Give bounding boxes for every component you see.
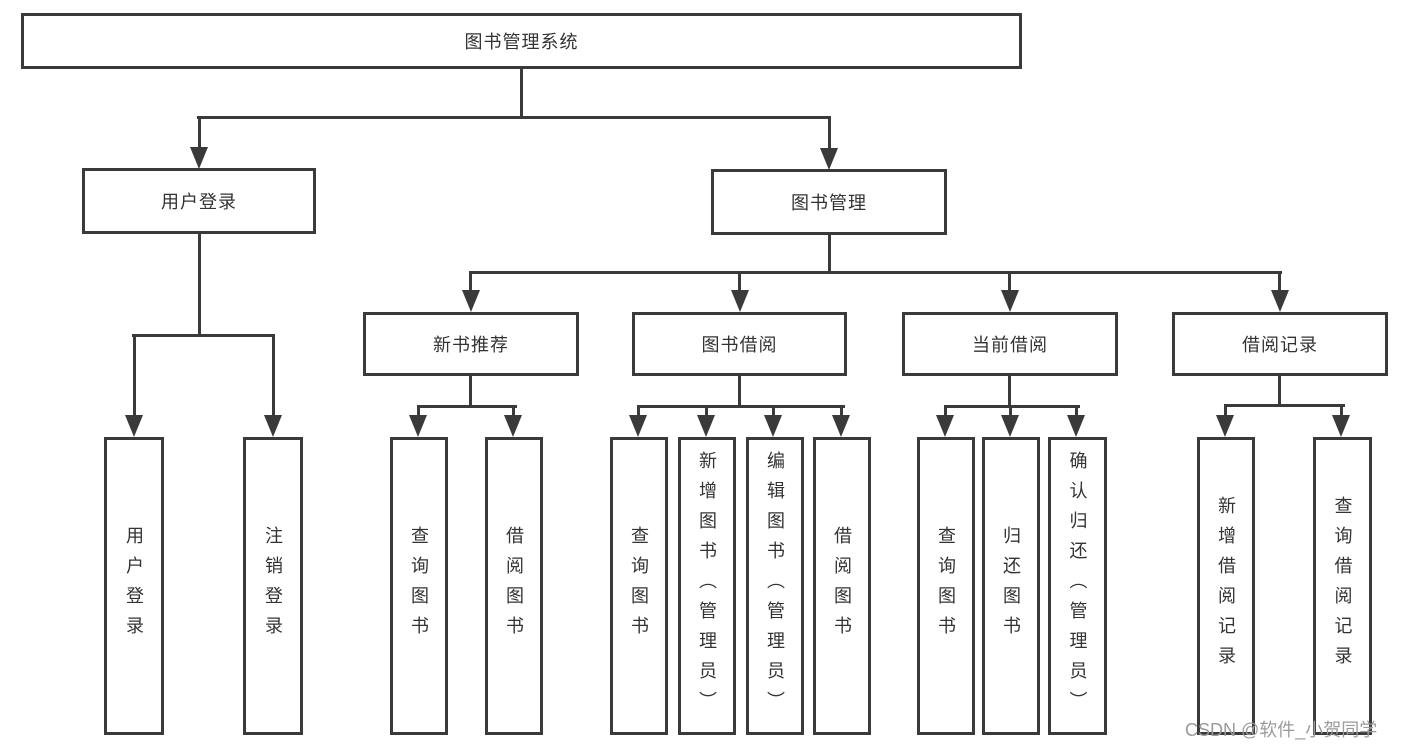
connector-bb-c1-stem	[637, 405, 640, 417]
node-current-borrow-label: 当前借阅	[972, 335, 1048, 355]
arrow-to-bb-edit	[764, 415, 782, 437]
connector-ul-stem	[198, 234, 201, 337]
arrow-to-book-mgmt	[820, 148, 838, 170]
node-logout-action-label: 注销登录	[263, 526, 283, 646]
connector-bm-c3-stem	[1008, 271, 1011, 293]
node-bb-borrow-books-label: 借阅图书	[832, 526, 852, 646]
node-cb-confirm-return-admin: 确认归还（管理员）	[1048, 437, 1107, 735]
connector-bookmgmt-stem	[828, 116, 831, 150]
node-cb-return-books: 归还图书	[982, 437, 1040, 735]
connector-cb-stem	[1008, 376, 1011, 408]
arrow-to-new-book-rec	[462, 290, 480, 312]
connector-bm-bar	[469, 271, 1282, 274]
node-bb-edit-books-admin: 编辑图书（管理员）	[746, 437, 804, 735]
node-book-management: 图书管理	[711, 169, 947, 235]
node-user-login-action-label: 用户登录	[124, 526, 144, 646]
connector-cb-c1-stem	[944, 405, 947, 417]
node-br-add-record: 新增借阅记录	[1197, 437, 1255, 735]
node-borrow-records-label: 借阅记录	[1242, 335, 1318, 355]
connector-bb-c2-stem	[705, 405, 708, 417]
node-br-query-record: 查询借阅记录	[1313, 437, 1372, 735]
node-user-login-label: 用户登录	[161, 192, 237, 212]
node-nb-borrow-books-label: 借阅图书	[504, 526, 524, 646]
node-book-borrow: 图书借阅	[632, 312, 847, 376]
node-bb-add-books-admin: 新增图书（管理员）	[678, 437, 736, 735]
connector-nb-bar	[417, 405, 517, 408]
arrow-to-current-borrow	[1001, 290, 1019, 312]
arrow-to-user-login	[190, 147, 208, 169]
node-root-label: 图书管理系统	[464, 32, 579, 52]
connector-bb-c3-stem	[772, 405, 775, 417]
connector-bb-stem	[738, 376, 741, 408]
node-bb-query-books: 查询图书	[610, 437, 668, 735]
node-user-login-action: 用户登录	[104, 437, 164, 735]
connector-bb-c4-stem	[840, 405, 843, 417]
node-borrow-records: 借阅记录	[1172, 312, 1388, 376]
node-bb-query-books-label: 查询图书	[629, 526, 649, 646]
node-cb-query-books: 查询图书	[917, 437, 975, 735]
connector-br-bar	[1224, 404, 1345, 407]
connector-ul-c1-stem	[133, 334, 136, 418]
connector-cb-c3-stem	[1075, 405, 1078, 417]
arrow-to-borrow-records	[1271, 290, 1289, 312]
arrow-to-cb-query	[936, 415, 954, 437]
arrow-to-cb-confirm	[1067, 415, 1085, 437]
connector-ul-bar	[132, 334, 275, 337]
node-cb-return-books-label: 归还图书	[1001, 526, 1021, 646]
node-book-borrow-label: 图书借阅	[701, 335, 778, 355]
connector-bb-bar	[637, 405, 845, 408]
arrow-to-bb-borrow	[832, 415, 850, 437]
connector-bm-c1-stem	[469, 271, 472, 293]
node-bb-edit-books-admin-label: 编辑图书（管理员）	[765, 451, 785, 721]
connector-ul-c2-stem	[272, 334, 275, 418]
node-br-query-record-label: 查询借阅记录	[1332, 496, 1353, 676]
node-new-book-recommend-label: 新书推荐	[433, 335, 509, 355]
connector-nb-stem	[469, 376, 472, 408]
node-br-add-record-label: 新增借阅记录	[1216, 496, 1236, 676]
node-nb-borrow-books: 借阅图书	[485, 437, 543, 735]
csdn-watermark: CSDN @软件_小贺同学	[1185, 720, 1378, 740]
connector-cb-c2-stem	[1009, 405, 1012, 417]
arrow-to-ul-login	[125, 415, 143, 437]
arrow-to-book-borrow	[731, 290, 749, 312]
node-bb-add-books-admin-label: 新增图书（管理员）	[697, 451, 717, 721]
node-cb-confirm-return-admin-label: 确认归还（管理员）	[1067, 451, 1088, 721]
arrow-to-br-query	[1332, 415, 1350, 437]
node-cb-query-books-label: 查询图书	[936, 526, 956, 646]
arrow-to-bb-add	[697, 415, 715, 437]
connector-root-bar	[197, 116, 831, 119]
node-nb-query-books: 查询图书	[390, 437, 448, 735]
connector-bm-c4-stem	[1278, 271, 1281, 293]
connector-br-c1-stem	[1224, 404, 1227, 417]
arrow-to-bb-query	[629, 415, 647, 437]
node-user-login: 用户登录	[82, 168, 316, 234]
connector-br-c2-stem	[1340, 404, 1343, 417]
node-nb-query-books-label: 查询图书	[409, 526, 429, 646]
arrow-to-nb-query	[409, 415, 427, 437]
node-book-management-label: 图书管理	[791, 193, 867, 213]
connector-br-stem	[1278, 376, 1281, 407]
node-root: 图书管理系统	[21, 13, 1022, 69]
connector-bm-c2-stem	[738, 271, 741, 293]
node-logout-action: 注销登录	[243, 437, 303, 735]
connector-userlogin-stem	[198, 116, 201, 150]
node-new-book-recommend: 新书推荐	[363, 312, 579, 376]
arrow-to-br-add	[1216, 415, 1234, 437]
connector-nb-c2-stem	[512, 405, 515, 417]
arrow-to-nb-borrow	[504, 415, 522, 437]
node-current-borrow: 当前借阅	[902, 312, 1118, 376]
connector-bm-stem	[828, 235, 831, 274]
connector-root-stem	[520, 69, 523, 118]
connector-nb-c1-stem	[417, 405, 420, 417]
node-bb-borrow-books: 借阅图书	[813, 437, 871, 735]
connector-cb-bar	[944, 405, 1080, 408]
arrow-to-cb-return	[1001, 415, 1019, 437]
arrow-to-ul-logout	[264, 415, 282, 437]
